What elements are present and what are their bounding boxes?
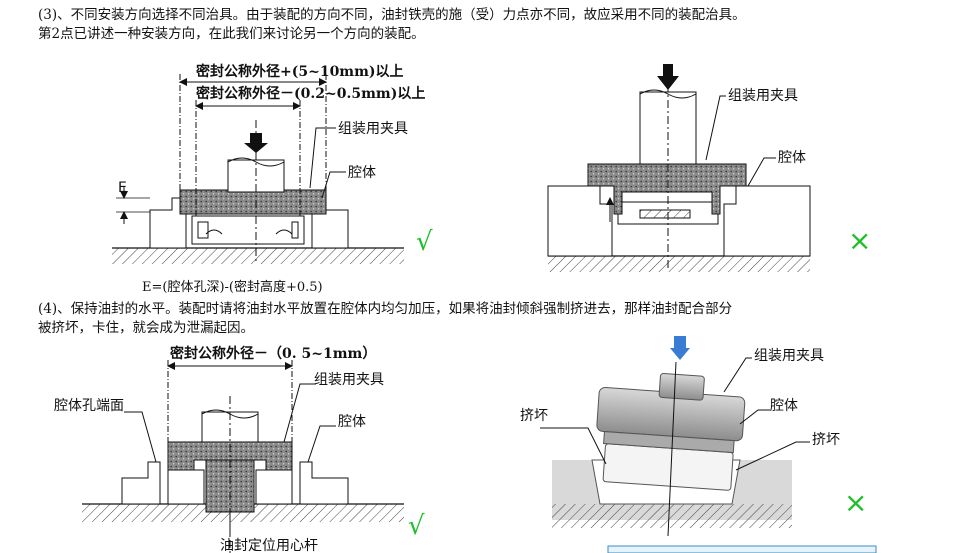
section-3-line-2: 第2点已讲述一种安装方向，在此我们来讨论另一个方向的装配。 xyxy=(38,26,425,42)
fig1-dimension-inner: 密封公称外径－(0.2~0.5mm)以上 xyxy=(195,85,425,102)
fig2-fixture xyxy=(587,163,747,215)
figure-2-wrong-installation: 组装用夹具 腔体 × xyxy=(547,64,871,272)
section-4-line-2: 被挤坏，卡住，就会成为泄漏起因。 xyxy=(38,320,254,336)
fig1-label-cavity: 腔体 xyxy=(348,165,376,181)
fig1-ground xyxy=(112,248,404,264)
fig1-label-e: E xyxy=(118,180,127,196)
fig1-label-fixture: 组装用夹具 xyxy=(338,121,408,137)
fig1-dimension-outer: 密封公称外径+(5~10mm)以上 xyxy=(195,63,404,80)
section-3-line-1: (3)、不同安装方向选择不同治具。由于装配的方向不同，油封铁壳的施（受）力点亦不… xyxy=(38,7,746,23)
fig2-cavity-left xyxy=(547,185,613,257)
section-3-paragraph: (3)、不同安装方向选择不同治具。由于装配的方向不同，油封铁壳的施（受）力点亦不… xyxy=(38,6,968,44)
fig4-label-crush-left: 挤坏 xyxy=(520,408,548,424)
fig3-cavity-right xyxy=(299,461,349,505)
fig4-label-crush-right: 挤坏 xyxy=(812,432,840,448)
fig1-cavity-left xyxy=(149,197,187,249)
fig3-cavity-left xyxy=(121,461,161,505)
fig1-correct-mark: √ xyxy=(416,227,433,257)
fig4-label-fixture: 组装用夹具 xyxy=(754,348,824,364)
fig2-wrong-mark: × xyxy=(848,224,871,257)
fig2-cavity-right xyxy=(723,185,811,257)
figure-4-wrong-tilted: 组装用夹具 腔体 挤坏 挤坏 × xyxy=(520,336,877,553)
figure-1-correct-installation: 密封公称外径+(5~10mm)以上 密封公称外径－(0.2~0.5mm)以上 E… xyxy=(112,63,433,295)
fig1-formula: E=(腔体孔深)-(密封高度+0.5) xyxy=(142,279,323,295)
fig2-label-fixture: 组装用夹具 xyxy=(728,88,798,104)
fig3-dimension: 密封公称外径－（0. 5~1mm） xyxy=(169,345,376,362)
fig1-leader-fixture xyxy=(309,127,336,189)
section-4-line-1: (4)、保持油封的水平。装配时请将油封水平放置在腔体内均匀加压，如果将油封倾斜强… xyxy=(38,301,733,317)
fig3-label-pin: 油封定位用心杆 xyxy=(220,538,318,553)
bottom-edge-bar xyxy=(607,545,877,553)
fig3-label-fixture: 组装用夹具 xyxy=(314,372,384,388)
fig3-label-end-face: 腔体孔端面 xyxy=(54,398,124,414)
fig1-fixture-plate xyxy=(179,189,327,215)
fig4-wrong-mark: × xyxy=(844,486,867,519)
fig3-label-cavity: 腔体 xyxy=(338,414,366,430)
fig1-press-arrow xyxy=(244,133,268,153)
fig1-leader-cavity xyxy=(321,171,346,199)
section-4-paragraph: (4)、保持油封的水平。装配时请将油封水平放置在腔体内均匀加压，如果将油封倾斜强… xyxy=(38,300,938,338)
fig2-label-cavity: 腔体 xyxy=(778,150,806,166)
fig4-label-cavity: 腔体 xyxy=(770,398,798,414)
fig4-press-arrow xyxy=(670,336,690,360)
fig3-correct-mark: √ xyxy=(408,511,425,541)
fig2-press-arrow xyxy=(657,64,679,90)
figure-3-correct-level: 密封公称外径－（0. 5~1mm） 腔体孔端面 组装用夹具 腔体 油封定位用心杆… xyxy=(54,345,425,553)
fig1-seal xyxy=(191,215,305,245)
